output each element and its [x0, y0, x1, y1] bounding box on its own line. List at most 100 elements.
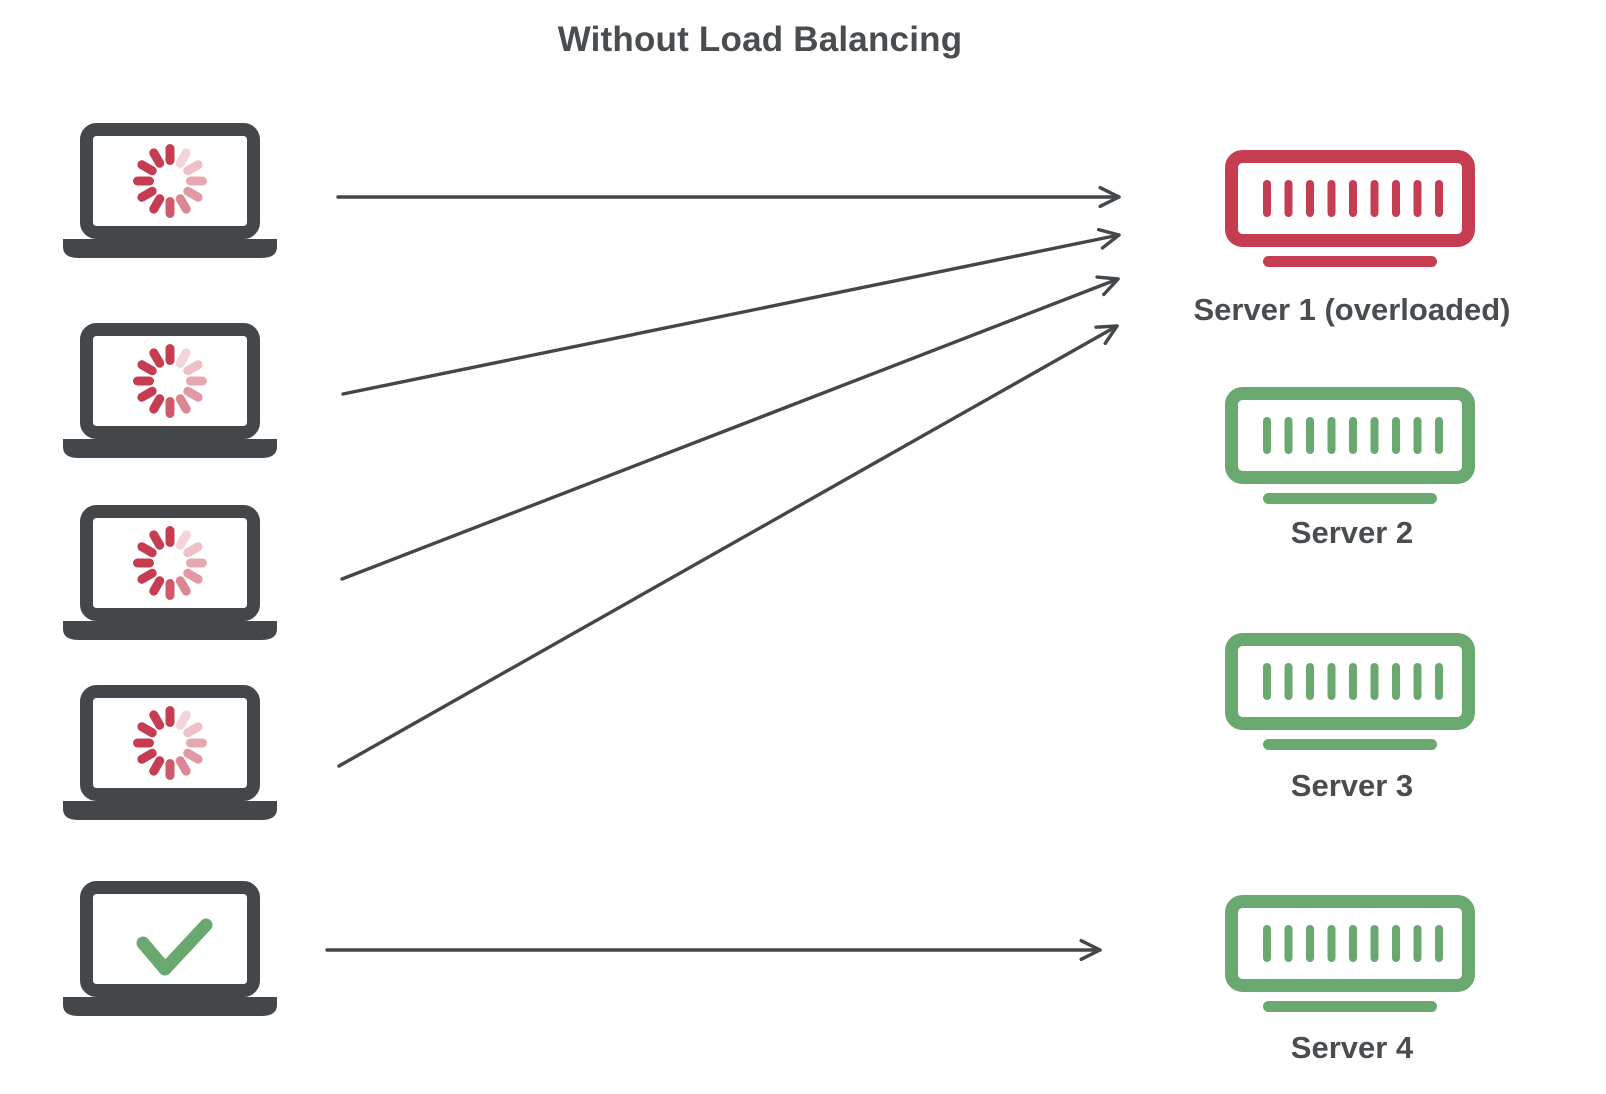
server-slot-bar — [1370, 180, 1379, 217]
server-slot-bar — [1435, 417, 1443, 454]
server-slot-bar — [1392, 180, 1400, 217]
connection-arrow-client4-server1 — [337, 324, 1119, 768]
spinner-segment — [137, 568, 157, 584]
spinner-segment — [137, 360, 157, 376]
server-slot-bar — [1327, 180, 1336, 217]
server-1-label: Server 1 (overloaded) — [1193, 292, 1511, 327]
spinner-segment — [175, 148, 191, 168]
server-slot-bar — [1306, 180, 1314, 217]
server-slot-bar — [1327, 663, 1336, 700]
spinner-segment — [175, 348, 191, 368]
laptop-base — [63, 997, 277, 1016]
spinner-segment — [183, 748, 203, 764]
spinner-segment — [186, 176, 207, 186]
spinner-segment — [183, 360, 203, 376]
spinner-segment — [137, 160, 157, 176]
server-slot-bar — [1327, 417, 1336, 454]
server-slots-icon — [1263, 417, 1443, 454]
server-4-label: Server 4 — [1290, 1030, 1414, 1065]
spinner-segment — [165, 526, 175, 547]
client-laptop-1 — [55, 119, 285, 259]
spinner-segment — [149, 756, 165, 776]
server-slot-bar — [1327, 925, 1336, 962]
server-slot-bar — [1413, 417, 1422, 454]
server-slot-bar — [1284, 180, 1293, 217]
spinner-segment — [133, 176, 154, 186]
connection-arrow-client2-server1 — [341, 227, 1121, 396]
spinner-segment — [186, 738, 207, 748]
server-4-icon — [1225, 895, 1475, 1015]
loading-spinner-icon — [133, 526, 207, 600]
server-slot-bar — [1263, 925, 1271, 962]
spinner-segment — [137, 748, 157, 764]
spinner-segment — [186, 558, 207, 568]
spinner-segment — [149, 530, 165, 550]
spinner-segment — [165, 197, 175, 218]
spinner-segment — [183, 542, 203, 558]
spinner-segment — [175, 530, 191, 550]
spinner-segment — [137, 542, 157, 558]
client-laptop-2 — [55, 319, 285, 459]
arrowhead-icon — [1096, 227, 1121, 250]
spinner-segment — [149, 710, 165, 730]
connection-arrow-client3-server1 — [340, 275, 1120, 581]
server-shadow-bar — [1263, 1001, 1437, 1012]
spinner-segment — [149, 348, 165, 368]
server-slot-bar — [1413, 925, 1422, 962]
server-slot-bar — [1435, 180, 1443, 217]
server-slot-bar — [1392, 663, 1400, 700]
spinner-segment — [149, 148, 165, 168]
page-title: Without Load Balancing — [557, 20, 963, 59]
spinner-segment — [165, 144, 175, 165]
laptop-screen — [80, 881, 260, 997]
spinner-segment — [183, 568, 203, 584]
spinner-segment — [183, 386, 203, 402]
spinner-segment — [175, 710, 191, 730]
server-slot-bar — [1392, 417, 1400, 454]
server-slot-bar — [1263, 180, 1271, 217]
server-slot-bar — [1349, 663, 1357, 700]
client-laptop-5 — [55, 877, 285, 1017]
server-3-label: Server 3 — [1290, 768, 1414, 803]
server-slot-bar — [1349, 925, 1357, 962]
server-slot-bar — [1349, 417, 1357, 454]
loading-spinner-icon — [133, 144, 207, 218]
server-slot-bar — [1306, 663, 1314, 700]
server-slot-bar — [1413, 180, 1422, 217]
connection-arrow-client1-server1 — [336, 185, 1121, 209]
spinner-segment — [149, 394, 165, 414]
server-slots-icon — [1263, 180, 1443, 217]
server-slot-bar — [1306, 925, 1314, 962]
spinner-segment — [165, 397, 175, 418]
spinner-segment — [183, 186, 203, 202]
arrowhead-icon — [1079, 938, 1102, 962]
server-slot-bar — [1370, 925, 1379, 962]
laptop-screen — [80, 323, 260, 439]
spinner-segment — [175, 576, 191, 596]
laptop-screen — [80, 505, 260, 621]
server-3-icon — [1225, 633, 1475, 753]
laptop-base — [63, 621, 277, 640]
server-slot-bar — [1284, 925, 1293, 962]
spinner-segment — [183, 722, 203, 738]
server-slot-bar — [1435, 663, 1443, 700]
server-slot-bar — [1370, 417, 1379, 454]
server-slot-bar — [1349, 180, 1357, 217]
spinner-segment — [137, 722, 157, 738]
laptop-screen — [80, 685, 260, 801]
server-slot-bar — [1284, 663, 1293, 700]
server-slot-bar — [1306, 417, 1314, 454]
server-slot-bar — [1284, 417, 1293, 454]
spinner-segment — [165, 759, 175, 780]
spinner-segment — [175, 194, 191, 214]
spinner-segment — [175, 756, 191, 776]
spinner-segment — [133, 738, 154, 748]
server-shadow-bar — [1263, 493, 1437, 504]
loading-spinner-icon — [133, 344, 207, 418]
checkmark-icon — [136, 918, 213, 976]
server-slots-icon — [1263, 663, 1443, 700]
arrowhead-icon — [1098, 185, 1121, 209]
connection-arrow-client5-server4 — [325, 938, 1102, 962]
